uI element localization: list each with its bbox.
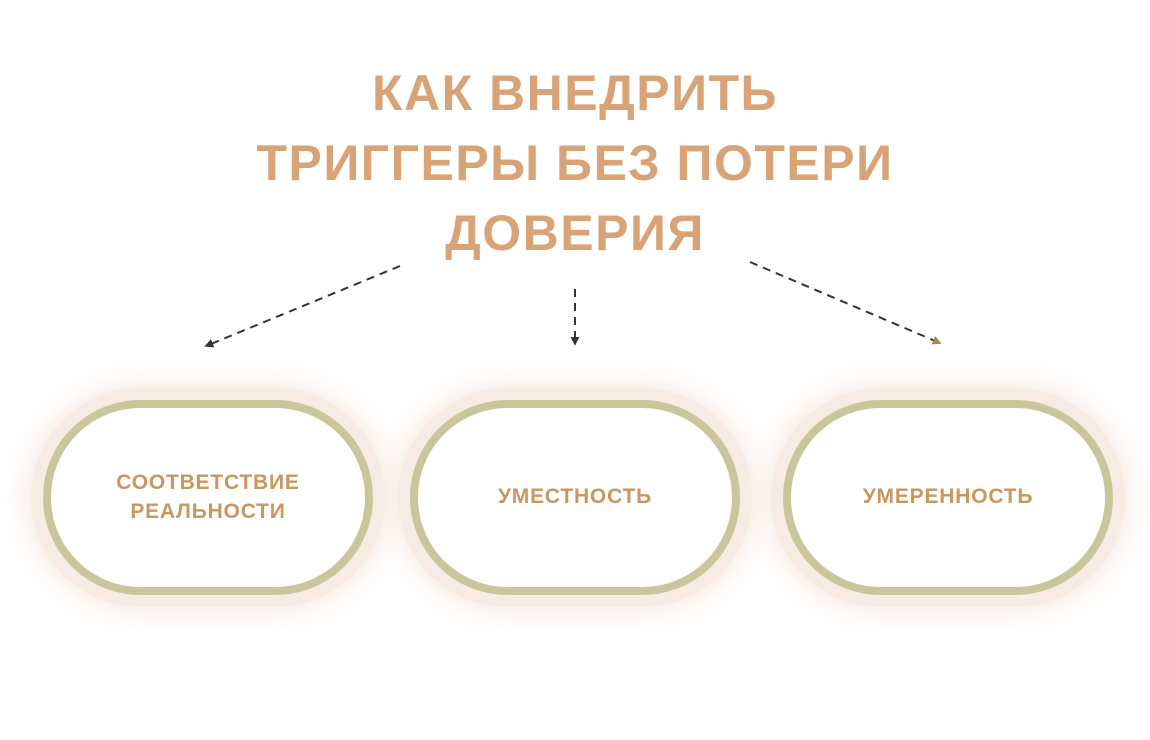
page-title-line-2: ТРИГГЕРЫ БЕЗ ПОТЕРИ <box>256 135 894 191</box>
node-moderation: УМЕРЕННОСТЬ <box>783 400 1113 595</box>
node-label: УМЕСТНОСТЬ <box>497 485 653 509</box>
page-title-line-3: ДОВЕРИЯ <box>445 205 705 261</box>
page-title: КАК ВНЕДРИТЬ ТРИГГЕРЫ БЕЗ ПОТЕРИ ДОВЕРИЯ <box>0 58 1150 268</box>
node-label: УМЕРЕННОСТЬ <box>862 485 1034 509</box>
arrow-title-to-node-3 <box>749 261 942 345</box>
page-title-line-1: КАК ВНЕДРИТЬ <box>372 65 778 121</box>
node-appropriateness: УМЕСТНОСТЬ <box>410 400 740 595</box>
node-correspondence-to-reality: СООТВЕТСТВИЕ РЕАЛЬНОСТИ <box>43 400 373 595</box>
arrow-title-to-node-1 <box>204 265 401 348</box>
node-label: СООТВЕТСТВИЕ РЕАЛЬНОСТИ <box>116 471 300 523</box>
